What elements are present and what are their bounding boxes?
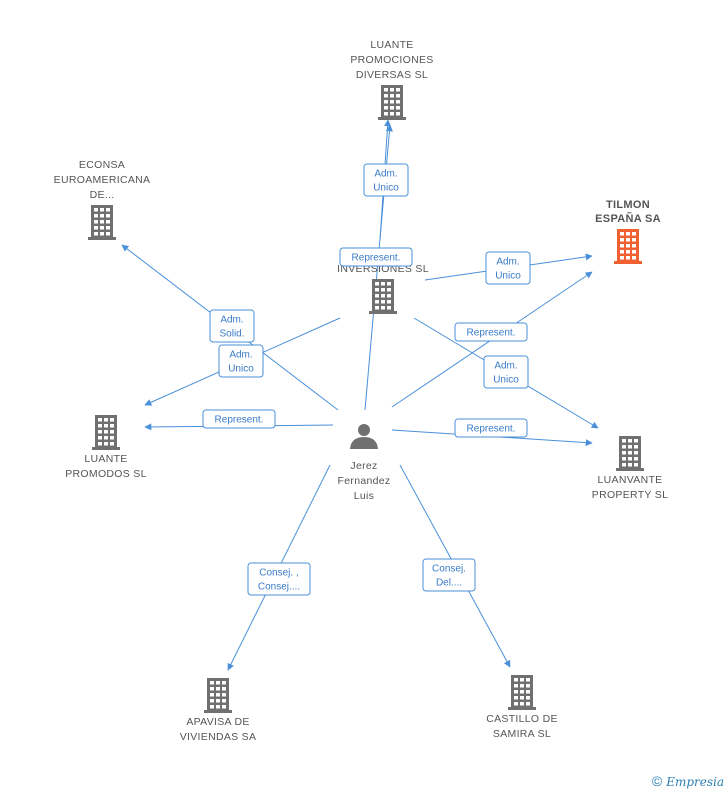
node-label[interactable]: Fernandez bbox=[338, 475, 391, 487]
edge-label-text: Del.... bbox=[436, 578, 462, 589]
edges-layer bbox=[121, 119, 599, 671]
node-label[interactable]: DIVERSAS SL bbox=[356, 69, 428, 81]
edge-label-text: Represent. bbox=[215, 415, 264, 426]
node-label[interactable]: DE... bbox=[90, 189, 115, 201]
node-apavisa[interactable]: APAVISA DE VIVIENDAS SA bbox=[180, 678, 257, 743]
edge-label-text: Unico bbox=[228, 364, 254, 375]
edge-label-text: Represent. bbox=[467, 328, 516, 339]
edge-label-text: Unico bbox=[493, 375, 519, 386]
edge-label-text: Represent. bbox=[352, 253, 401, 264]
edge-label-box[interactable] bbox=[454, 322, 528, 342]
node-label[interactable]: LUANTE bbox=[84, 453, 127, 465]
edge-label-text: Represent. bbox=[467, 424, 516, 435]
edge-labels-layer: Adm.UnicoRepresent.Adm.UnicoRepresent.Ad… bbox=[202, 163, 531, 596]
copyright-footer: ©Empresia bbox=[652, 773, 724, 789]
node-label[interactable]: Luis bbox=[354, 490, 374, 502]
node-label[interactable]: ECONSA bbox=[79, 159, 125, 171]
edge-label-box[interactable] bbox=[202, 409, 276, 429]
node-label[interactable]: TILMON bbox=[606, 199, 650, 211]
edge-label-person-to-luante_promodos[interactable]: Represent. bbox=[202, 409, 276, 429]
edge-label-box[interactable] bbox=[485, 251, 531, 285]
node-label[interactable]: EUROAMERICANA bbox=[54, 174, 151, 186]
edge-label-person-to-apavisa[interactable]: Consej. , Consej.... bbox=[247, 562, 311, 596]
edge-label-person-to-castillo[interactable]: Consej. Del.... bbox=[422, 558, 476, 592]
edge-label-box[interactable] bbox=[218, 344, 264, 378]
person-icon bbox=[358, 424, 370, 436]
node-label[interactable]: LUANTE bbox=[370, 39, 413, 51]
brand-logo[interactable]: Empresia bbox=[666, 775, 724, 789]
node-label[interactable]: PROMOCIONES bbox=[350, 54, 433, 66]
node-luanvante[interactable]: LUANVANTE PROPERTY SL bbox=[592, 436, 668, 501]
edge-label-person-to-luante_promociones[interactable]: Represent. bbox=[339, 247, 413, 267]
node-luante-promociones[interactable]: LUANTE PROMOCIONES DIVERSAS SL bbox=[350, 39, 433, 120]
edge-label-box[interactable] bbox=[339, 247, 413, 267]
edge-label-text: Adm. bbox=[496, 257, 519, 268]
node-label[interactable]: ESPAÑA SA bbox=[595, 212, 661, 225]
edge-label-text: Unico bbox=[495, 271, 521, 282]
edge-label-text: Consej. , bbox=[259, 568, 298, 579]
edge-label-box[interactable] bbox=[247, 562, 311, 596]
edge-label-text: Adm. bbox=[229, 350, 252, 361]
edge-label-box[interactable] bbox=[483, 355, 529, 389]
edge-label-text: Adm. bbox=[374, 169, 397, 180]
edge-label-box[interactable] bbox=[454, 418, 528, 438]
node-label[interactable]: SAMIRA SL bbox=[493, 728, 551, 740]
edge-label-text: Unico bbox=[373, 183, 399, 194]
node-label[interactable]: Jerez bbox=[350, 460, 377, 472]
edge-label-box[interactable] bbox=[209, 309, 255, 343]
node-econsa[interactable]: ECONSA EUROAMERICANA DE... bbox=[54, 159, 151, 240]
node-label[interactable]: APAVISA DE bbox=[186, 716, 249, 728]
node-castillo[interactable]: CASTILLO DE SAMIRA SL bbox=[486, 675, 558, 740]
copyright-symbol: © bbox=[651, 773, 663, 789]
edge-label-box[interactable] bbox=[363, 163, 409, 197]
edge-label-text: Adm. bbox=[220, 315, 243, 326]
edge-label-text: Consej. bbox=[432, 564, 466, 575]
edge-label-luante_inversiones-to-luanvante[interactable]: Adm. Unico bbox=[483, 355, 529, 389]
edge-label-luante_inversiones-to-luante_promodos[interactable]: Adm. Unico bbox=[218, 344, 264, 378]
edge-label-text: Adm. bbox=[494, 361, 517, 372]
edge-label-box[interactable] bbox=[422, 558, 476, 592]
node-luante-promodos[interactable]: LUANTE PROMODOS SL bbox=[65, 415, 146, 480]
node-label[interactable]: CASTILLO DE bbox=[486, 713, 558, 725]
node-label[interactable]: PROMODOS SL bbox=[65, 468, 146, 480]
node-label[interactable]: VIVIENDAS SA bbox=[180, 731, 257, 743]
edge-label-luante_inversiones-to-luante_promociones[interactable]: Adm. Unico bbox=[363, 163, 409, 197]
edge-label-person-to-tilmon[interactable]: Represent. bbox=[454, 322, 528, 342]
edge-label-text: Consej.... bbox=[258, 582, 300, 593]
edge-label-person-to-econsa[interactable]: Adm. Solid. bbox=[209, 309, 255, 343]
node-label[interactable]: LUANVANTE bbox=[598, 474, 663, 486]
edge-label-text: Solid. bbox=[219, 329, 244, 340]
node-label[interactable]: PROPERTY SL bbox=[592, 489, 668, 501]
nodes-layer: LUANTE PROMOCIONES DIVERSAS SL ECONSA EUROAM… bbox=[54, 39, 668, 743]
edge-label-luante_inversiones-to-tilmon[interactable]: Adm. Unico bbox=[485, 251, 531, 285]
edge-label-person-to-luanvante[interactable]: Represent. bbox=[454, 418, 528, 438]
